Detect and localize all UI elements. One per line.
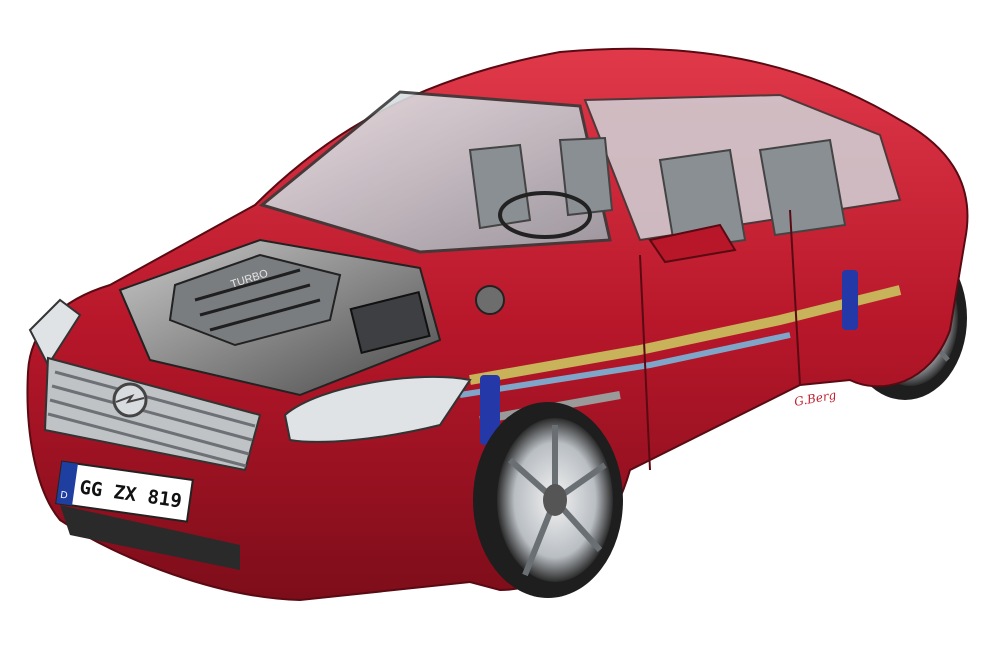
front-wheel bbox=[473, 402, 623, 598]
artist-signature: G.Berg bbox=[793, 388, 837, 409]
door-outlines bbox=[639, 209, 801, 471]
side-mirror bbox=[648, 223, 737, 264]
license-plate: D GG ZX 819 bbox=[55, 460, 194, 523]
suspension bbox=[480, 270, 858, 445]
interior-seats bbox=[468, 136, 847, 252]
left-headlight bbox=[28, 298, 82, 368]
lower-air-intake bbox=[60, 505, 240, 570]
front-grille bbox=[43, 356, 262, 472]
headlight bbox=[283, 375, 472, 443]
engine: TURBO bbox=[118, 238, 505, 397]
plate-country-code: D bbox=[60, 490, 69, 502]
